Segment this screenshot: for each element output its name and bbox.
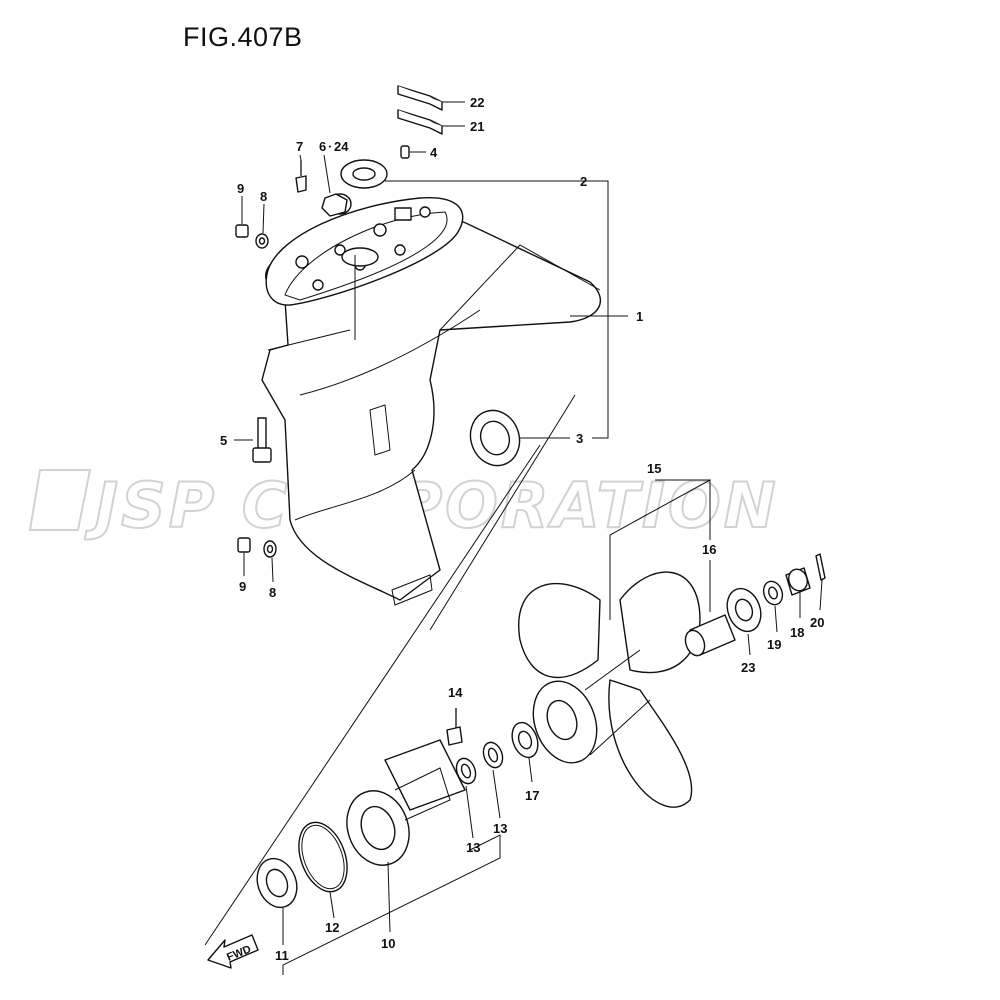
callout-8-upper: 8 bbox=[260, 189, 267, 204]
watermark-logo: JSP CORPORATION bbox=[28, 468, 779, 543]
figure-title: FIG.407B bbox=[183, 22, 303, 52]
callout-9-lower: 9 bbox=[239, 579, 246, 594]
part-13-oring-left bbox=[455, 757, 477, 785]
callout-20: 20 bbox=[810, 615, 824, 630]
callout-5: 5 bbox=[220, 433, 227, 448]
callout-1: 1 bbox=[636, 309, 643, 324]
callout-13-right: 13 bbox=[493, 821, 507, 836]
part-15-propeller bbox=[518, 571, 701, 808]
part-8-washer-lower bbox=[263, 540, 277, 558]
part-6-24-bearing bbox=[321, 159, 388, 217]
gear-case bbox=[261, 196, 602, 606]
watermark-text: JSP CORPORATION bbox=[84, 469, 779, 542]
callout-leaders bbox=[234, 101, 823, 975]
callout-numbers: 22 21 4 2 1 3 5 7 6 · 24 9 8 9 8 15 16 2… bbox=[220, 95, 824, 963]
callout-17: 17 bbox=[525, 788, 539, 803]
part-22-insert bbox=[397, 85, 443, 111]
part-23-thrust-washer bbox=[726, 587, 762, 633]
part-14-bolt bbox=[446, 708, 463, 746]
callout-9-upper: 9 bbox=[237, 181, 244, 196]
part-5-bolt bbox=[252, 417, 272, 463]
callout-16: 16 bbox=[702, 542, 716, 557]
callout-7: 7 bbox=[296, 139, 303, 154]
part-21-insert bbox=[397, 109, 443, 135]
callout-12: 12 bbox=[325, 920, 339, 935]
callout-2: 2 bbox=[580, 174, 587, 189]
fwd-direction-arrow: FWD bbox=[207, 934, 259, 969]
part-12-oring bbox=[298, 821, 348, 893]
part-19-washer bbox=[762, 580, 784, 606]
callout-14: 14 bbox=[448, 685, 463, 700]
callout-15: 15 bbox=[647, 461, 661, 476]
part-9-bolt-upper bbox=[235, 224, 249, 238]
part-7-bolt bbox=[295, 160, 307, 193]
part-11-seal bbox=[256, 857, 298, 909]
callout-11: 11 bbox=[275, 948, 289, 963]
callout-4: 4 bbox=[430, 145, 438, 160]
part-13-oring-right bbox=[482, 741, 504, 769]
callout-19: 19 bbox=[767, 637, 781, 652]
callout-13-left: 13 bbox=[466, 840, 480, 855]
callout-22: 22 bbox=[470, 95, 484, 110]
part-10-bearing-housing bbox=[346, 739, 466, 866]
part-18-castle-nut bbox=[785, 567, 811, 596]
svg-text:·: · bbox=[328, 139, 332, 154]
part-16-spacer bbox=[684, 614, 736, 657]
part-8-washer-upper bbox=[255, 233, 269, 249]
callout-6: 6 bbox=[319, 139, 326, 154]
callout-3: 3 bbox=[576, 431, 583, 446]
callout-21: 21 bbox=[470, 119, 484, 134]
part-20-cotter-pin bbox=[815, 553, 826, 581]
part-3-bearing bbox=[469, 409, 521, 467]
callout-23: 23 bbox=[741, 660, 755, 675]
callout-18: 18 bbox=[790, 625, 804, 640]
callout-8-lower: 8 bbox=[269, 585, 276, 600]
callout-24: 24 bbox=[334, 139, 349, 154]
callout-10: 10 bbox=[381, 936, 395, 951]
leader-lines bbox=[204, 394, 576, 946]
part-9-bolt-lower bbox=[237, 537, 251, 553]
part-4-dowel-pin bbox=[400, 145, 410, 159]
part-17-washer bbox=[511, 721, 539, 759]
